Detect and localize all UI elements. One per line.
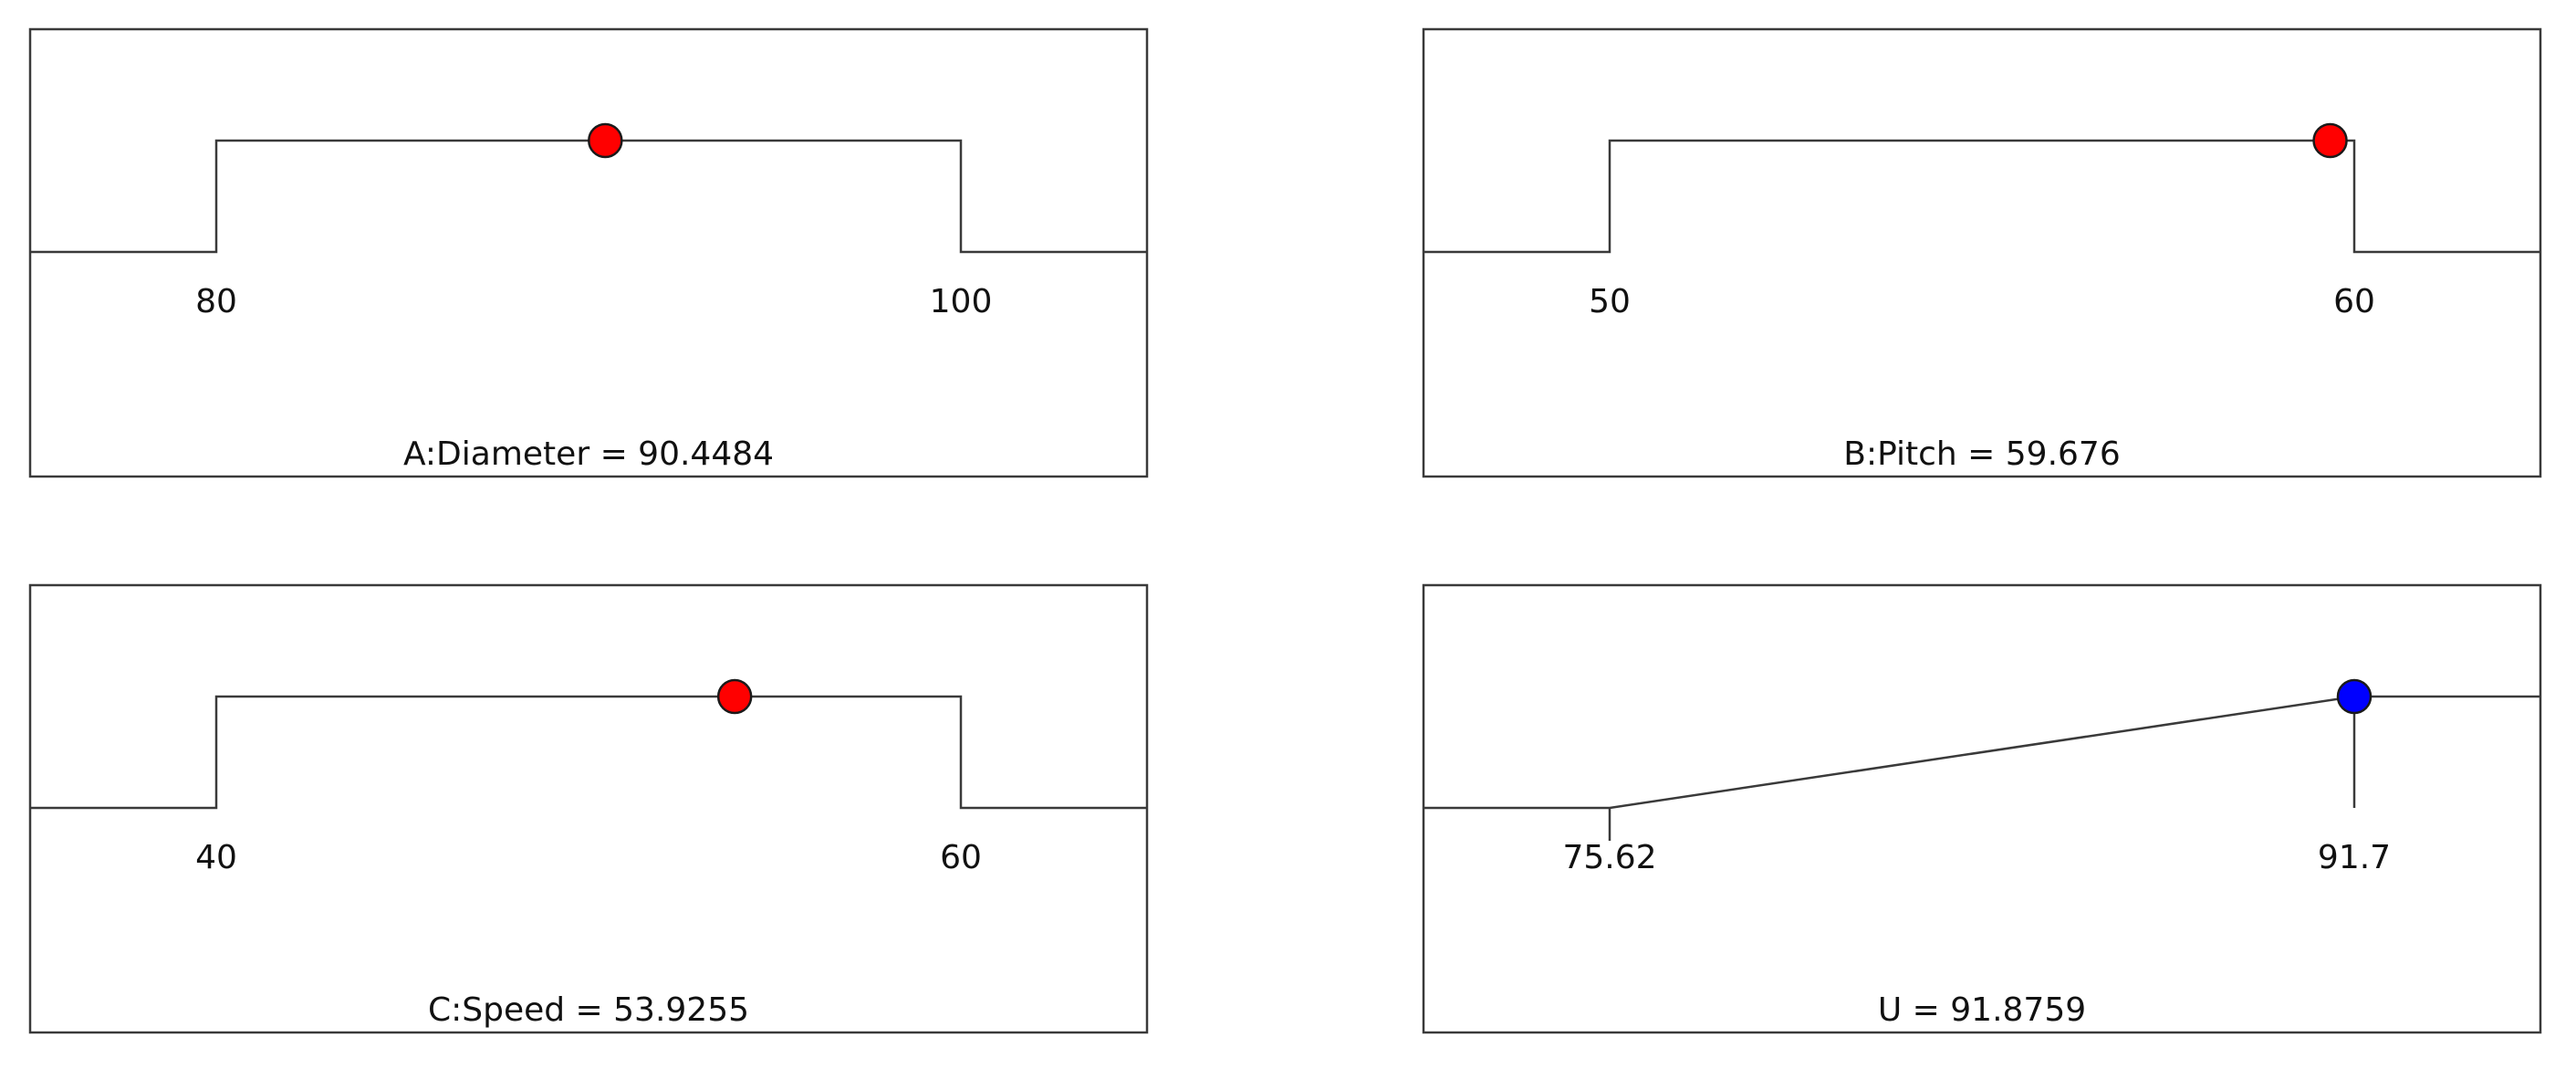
current-value-marker bbox=[2336, 678, 2373, 715]
desirability-curve bbox=[1424, 139, 2540, 254]
ramp-panel-2: 50 60B:Pitch = 59.676 bbox=[1422, 27, 2542, 478]
tick-label-high: 91.7 bbox=[2318, 839, 2391, 876]
tick-label-low: 80 bbox=[195, 283, 237, 320]
tick-label-low: 75.62 bbox=[1562, 839, 1656, 876]
current-value-marker bbox=[2312, 122, 2348, 159]
tick-label-high: 60 bbox=[940, 839, 982, 876]
panel-label: C:Speed = 53.9255 bbox=[428, 991, 749, 1029]
desirability-curve bbox=[1424, 695, 2540, 810]
panel-label: A:Diameter = 90.4484 bbox=[403, 435, 774, 473]
panel-label: B:Pitch = 59.676 bbox=[1843, 435, 2121, 473]
current-value-marker bbox=[716, 678, 753, 715]
tick-label-low: 40 bbox=[195, 839, 237, 876]
ramp-panel-3: 40 60C:Speed = 53.9255 bbox=[28, 583, 1149, 1034]
panel-label: U = 91.8759 bbox=[1878, 991, 2086, 1029]
tick-label-high: 60 bbox=[2333, 283, 2375, 320]
current-value-marker bbox=[588, 122, 623, 159]
tick-label-low: 50 bbox=[1589, 283, 1631, 320]
desirability-curve bbox=[30, 695, 1147, 810]
ramp-panel-4: 75.62 91.7 U = 91.8759 bbox=[1422, 583, 2542, 1034]
tick-label-high: 100 bbox=[930, 283, 993, 320]
